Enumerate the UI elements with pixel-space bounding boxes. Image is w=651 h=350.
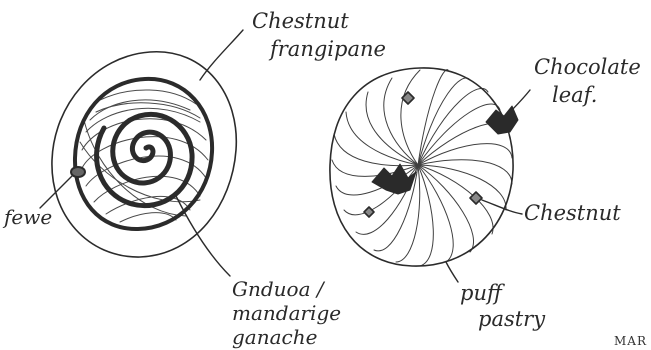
label-chestnut-frangipane-line1: Chestnut	[252, 9, 349, 33]
leader-gianduja	[176, 196, 230, 276]
label-feve: fewe	[2, 205, 52, 229]
label-gianduja-line2: mandarige	[232, 301, 341, 325]
label-gianduja-line3: ganache	[232, 325, 317, 349]
chocolate-spiral	[97, 114, 193, 205]
label-chocolate-leaf-line2: leaf.	[552, 83, 597, 107]
leader-frangipane	[200, 30, 243, 80]
chestnut-piece-1	[402, 92, 414, 104]
leader-feve	[40, 176, 72, 208]
chestnut-piece-3	[364, 207, 374, 217]
label-chestnut-frangipane-line2: frangipane	[268, 37, 386, 61]
label-puff-pastry-line2: pastry	[478, 307, 546, 331]
label-puff-pastry-line1: puff	[460, 281, 505, 305]
label-gianduja-line1: Gnduoa /	[232, 277, 326, 301]
feve-bean	[71, 167, 85, 177]
label-chocolate-leaf-line1: Chocolate	[534, 55, 641, 79]
pastry-swirl-lines	[332, 70, 512, 266]
chocolate-leaf-top	[486, 106, 518, 134]
ganache-hatching	[80, 90, 208, 222]
label-chestnut: Chestnut	[524, 201, 621, 225]
leader-puff-pastry	[446, 262, 458, 282]
leader-chocolate-leaf	[506, 90, 530, 116]
frangipane-outer-ring	[52, 52, 236, 257]
corner-text: MAR	[614, 334, 647, 348]
